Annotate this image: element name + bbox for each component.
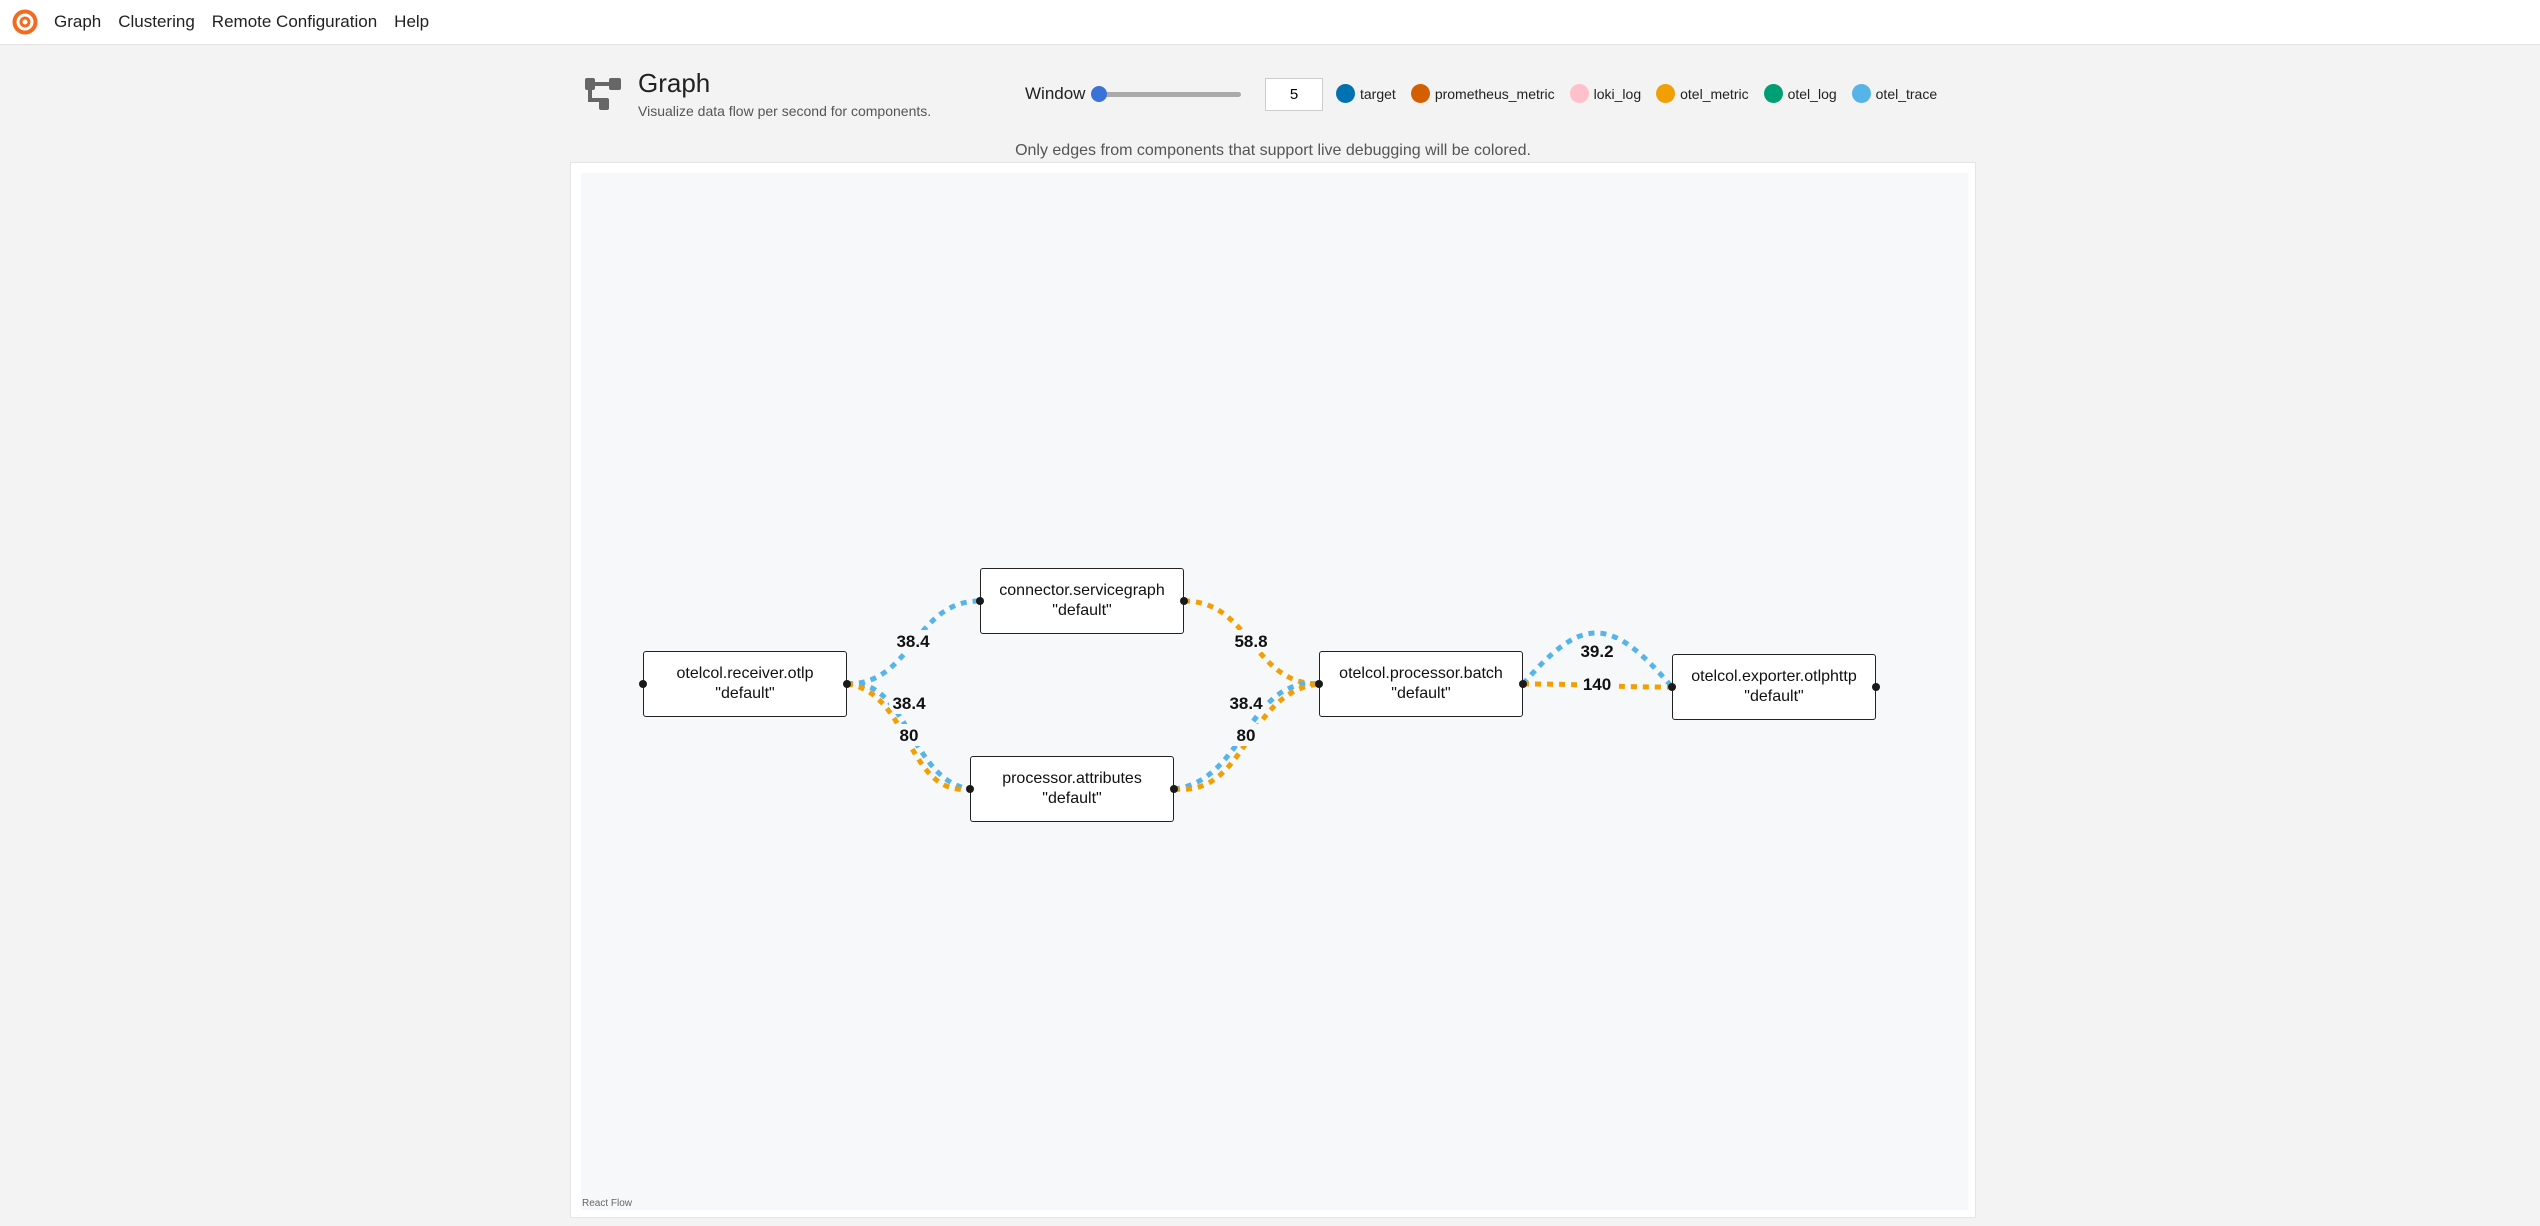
nav-clustering[interactable]: Clustering bbox=[118, 12, 195, 31]
legend-label: target bbox=[1360, 85, 1396, 102]
node-name: processor.attributes bbox=[1002, 770, 1142, 787]
legend-label: prometheus_metric bbox=[1434, 85, 1555, 102]
edge-label: 38.4 bbox=[1229, 694, 1263, 713]
legend-label: otel_metric bbox=[1680, 85, 1749, 102]
node-label: "default" bbox=[1391, 685, 1451, 702]
notice-text: Only edges from components that support … bbox=[1015, 142, 1531, 159]
legend-label: loki_log bbox=[1593, 85, 1642, 102]
edge-label: 80 bbox=[900, 726, 919, 745]
source-handle[interactable] bbox=[1180, 597, 1188, 605]
nav-graph[interactable]: Graph bbox=[54, 12, 102, 31]
node-connector[interactable]: connector.servicegraph "default" bbox=[980, 568, 1184, 634]
target-handle[interactable] bbox=[639, 680, 647, 688]
edge-label: 38.4 bbox=[896, 632, 930, 651]
edge-label-bg bbox=[1231, 630, 1271, 652]
edge-label-bg bbox=[1577, 640, 1617, 662]
window-input[interactable] bbox=[1265, 78, 1323, 111]
react-flow-attribution[interactable]: React Flow bbox=[582, 1198, 633, 1209]
source-handle[interactable] bbox=[1519, 680, 1527, 688]
target-handle[interactable] bbox=[976, 597, 984, 605]
edge-label: 140 bbox=[1583, 675, 1611, 694]
node-receiver[interactable]: otelcol.receiver.otlp "default" bbox=[643, 651, 847, 717]
edge-label: 58.8 bbox=[1234, 632, 1267, 651]
legend-label: otel_trace bbox=[1875, 85, 1938, 102]
edge-label-bg bbox=[1226, 724, 1266, 746]
edge-label: 39.2 bbox=[1580, 642, 1613, 661]
page-subtitle: Visualize data flow per second for compo… bbox=[638, 103, 932, 119]
legend-dot-icon bbox=[1656, 84, 1676, 103]
edge-label-bg bbox=[893, 630, 933, 652]
node-attributes[interactable]: processor.attributes "default" bbox=[970, 756, 1174, 822]
legend-item-otel_trace: otel_trace bbox=[1851, 84, 1938, 103]
source-handle[interactable] bbox=[1170, 785, 1178, 793]
window-label: Window bbox=[1025, 84, 1086, 103]
source-handle[interactable] bbox=[843, 680, 851, 688]
legend-item-otel_metric: otel_metric bbox=[1656, 84, 1749, 103]
graph-icon bbox=[585, 78, 621, 110]
legend-item-loki_log: loki_log bbox=[1569, 84, 1642, 103]
edge-label-bg bbox=[1577, 673, 1617, 695]
node-label: "default" bbox=[715, 685, 775, 702]
target-handle[interactable] bbox=[966, 785, 974, 793]
edge-attributes-batch-otel_metric[interactable] bbox=[1173, 681, 1320, 792]
legend-dot-icon bbox=[1851, 84, 1871, 103]
edge-label: 38.4 bbox=[892, 694, 926, 713]
target-handle[interactable] bbox=[1668, 683, 1676, 691]
node-label: "default" bbox=[1744, 688, 1804, 705]
node-batch[interactable]: otelcol.processor.batch "default" bbox=[1319, 651, 1523, 717]
node-name: otelcol.exporter.otlphttp bbox=[1691, 668, 1857, 685]
node-name: otelcol.processor.batch bbox=[1339, 665, 1503, 682]
legend-item-prometheus_metric: prometheus_metric bbox=[1410, 84, 1555, 103]
nav-remote-configuration[interactable]: Remote Configuration bbox=[211, 12, 378, 31]
edge-label: 80 bbox=[1237, 726, 1256, 745]
window-slider[interactable] bbox=[1091, 86, 1241, 102]
node-exporter[interactable]: otelcol.exporter.otlphttp "default" bbox=[1672, 654, 1876, 720]
legend-item-otel_log: otel_log bbox=[1763, 84, 1837, 103]
edge-label-bg bbox=[889, 692, 929, 714]
source-handle[interactable] bbox=[1872, 683, 1880, 691]
node-name: connector.servicegraph bbox=[999, 582, 1165, 599]
node-label: "default" bbox=[1042, 790, 1102, 807]
nav-help[interactable]: Help bbox=[394, 12, 430, 31]
legend-dot-icon bbox=[1763, 84, 1783, 103]
legend-item-target: target bbox=[1336, 84, 1396, 103]
slider-thumb[interactable] bbox=[1091, 86, 1107, 102]
legend-dot-icon bbox=[1336, 84, 1355, 103]
node-label: "default" bbox=[1052, 602, 1112, 619]
edge-batch-exporter-otel_trace[interactable] bbox=[1521, 630, 1674, 689]
top-nav: Graph Clustering Remote Configuration He… bbox=[0, 0, 2540, 45]
edge-label-bg bbox=[1226, 692, 1266, 714]
alloy-logo-icon[interactable] bbox=[12, 9, 38, 35]
edge-receiver-attributes-otel_trace[interactable] bbox=[846, 681, 971, 792]
edge-label-bg bbox=[889, 724, 929, 746]
legend-dot-icon bbox=[1410, 84, 1430, 103]
target-handle[interactable] bbox=[1315, 680, 1323, 688]
legend-label: otel_log bbox=[1787, 85, 1837, 102]
node-name: otelcol.receiver.otlp bbox=[676, 665, 814, 682]
legend: target prometheus_metric loki_log otel_metr… bbox=[1336, 84, 1952, 103]
page-title: Graph bbox=[638, 68, 711, 98]
legend-dot-icon bbox=[1569, 84, 1589, 103]
